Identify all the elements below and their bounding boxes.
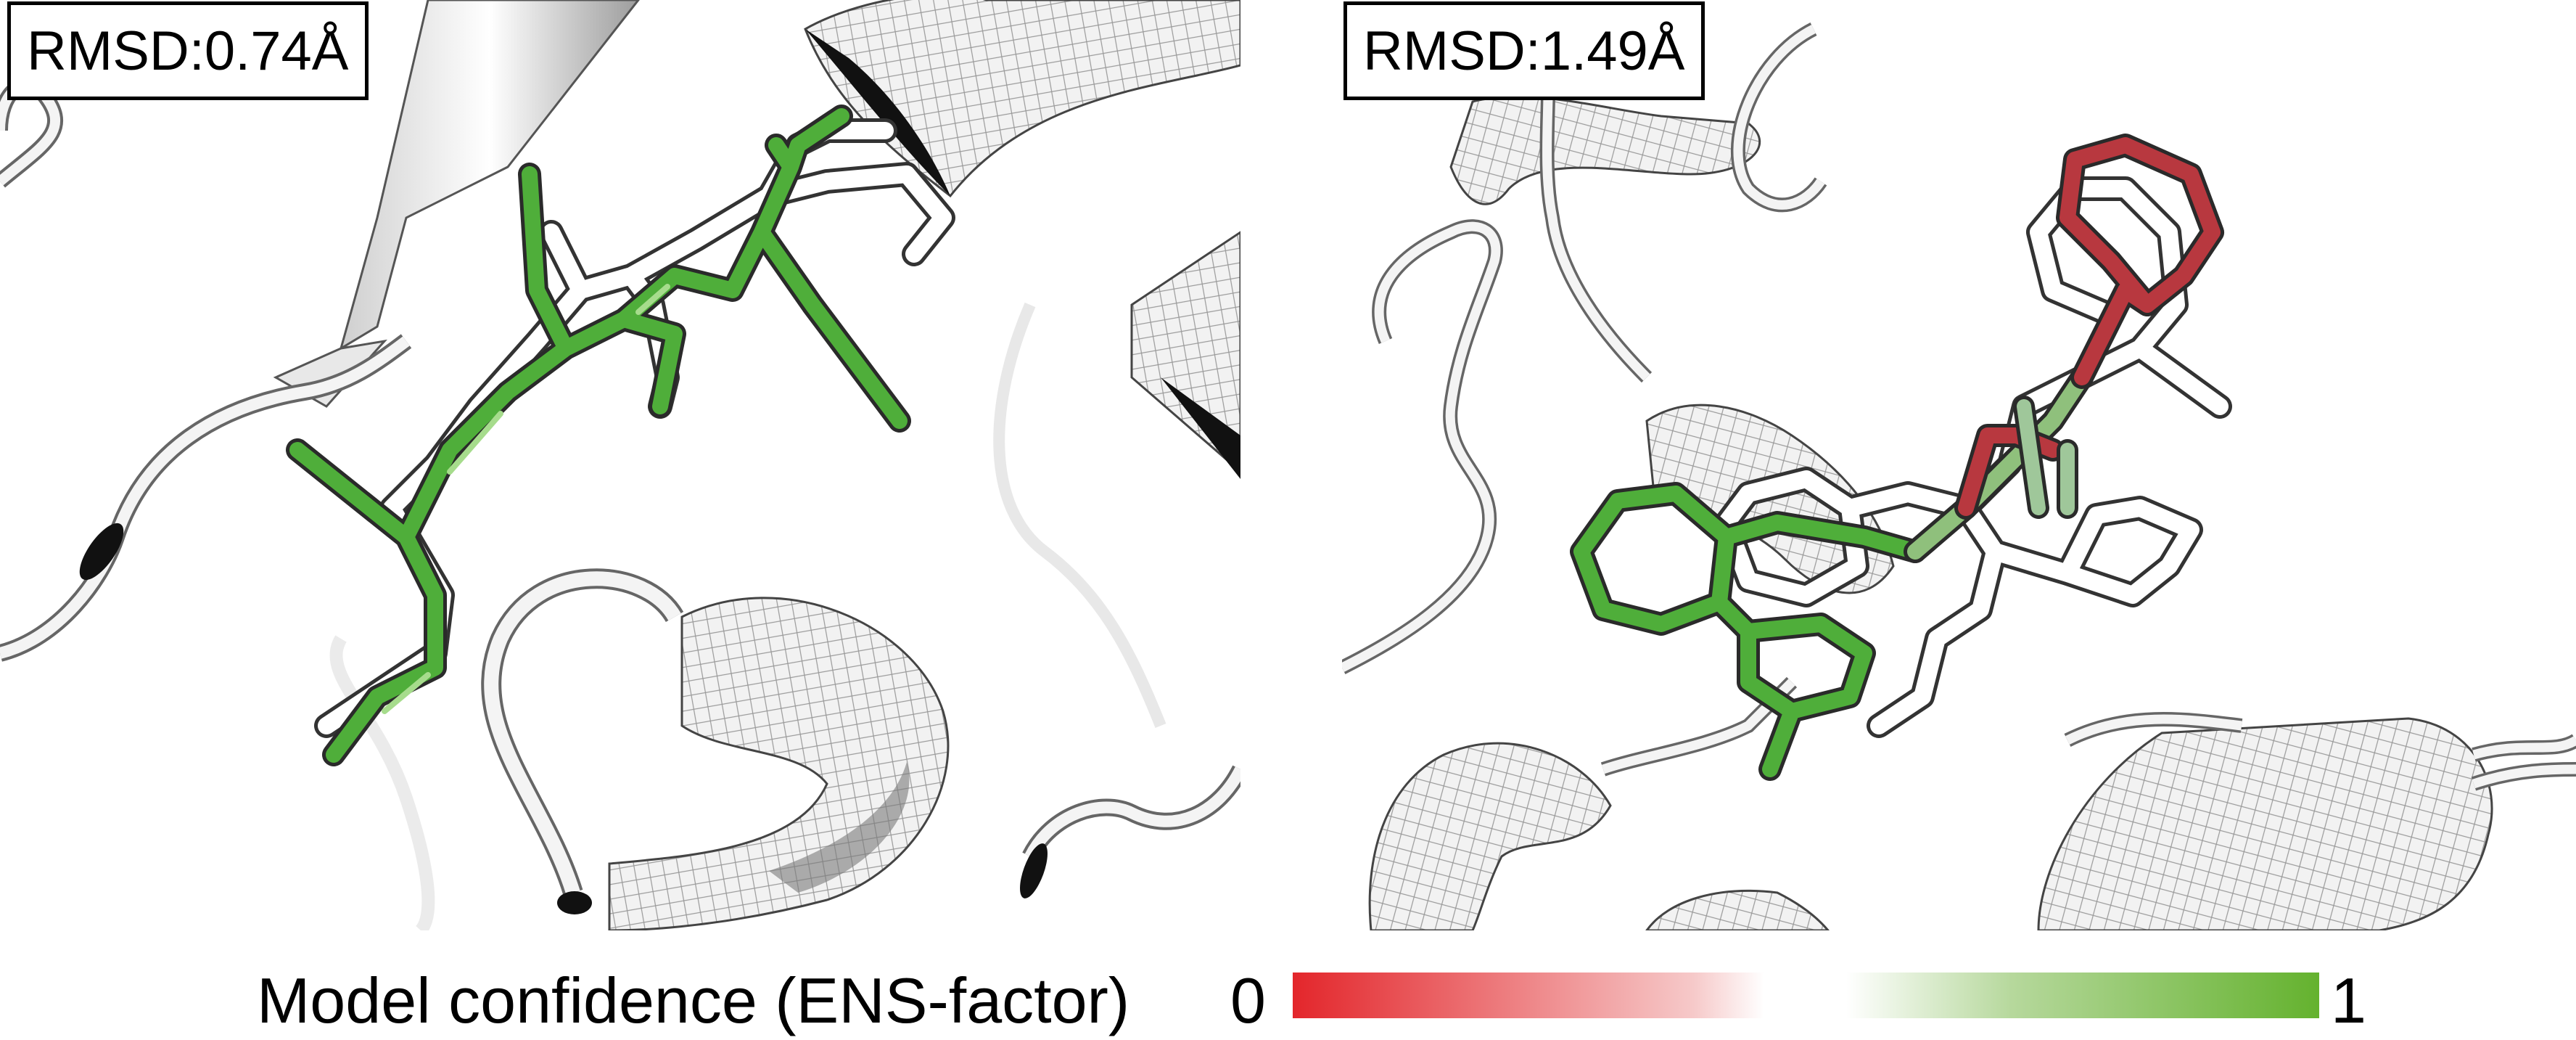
legend-gradient-low: [1293, 973, 1764, 1018]
rmsd-label: RMSD:0.74Å: [7, 1, 369, 100]
structure-panel-left: RMSD:0.74Å: [0, 0, 1240, 930]
helix: [2037, 717, 2493, 930]
coil-faint: [993, 302, 1166, 728]
coil-faint: [329, 635, 435, 930]
helix: [1368, 742, 1612, 930]
helix: [1130, 231, 1240, 473]
helix-inner: [1161, 377, 1240, 479]
protein-structure-right: [1342, 11, 2576, 930]
protein-structure-left: [0, 0, 1240, 930]
coil: [1342, 221, 1501, 672]
helix-inner: [805, 29, 950, 196]
structure-panel-right: RMSD:1.49Å: [1342, 0, 2576, 930]
coil: [484, 571, 681, 895]
coil-end: [1020, 843, 1048, 898]
coil: [1601, 679, 1795, 774]
legend-min-label: 0: [1230, 965, 1266, 1036]
ligand-model: [1570, 134, 2224, 781]
beta-sheet: [339, 0, 640, 351]
coil: [2065, 714, 2576, 789]
helix: [608, 597, 950, 930]
rmsd-label: RMSD:1.49Å: [1343, 1, 1705, 100]
ligand-model: [286, 105, 911, 766]
confidence-legend: Model confidence (ENS-factor) 0 1: [0, 958, 2576, 1038]
helix: [1645, 890, 1830, 930]
coil: [481, 568, 684, 896]
helix: [1449, 95, 1761, 205]
legend-label: Model confidence (ENS-factor): [257, 965, 1130, 1036]
coil-end: [557, 891, 592, 914]
coil: [1024, 766, 1240, 859]
coil: [1342, 219, 1503, 674]
coil: [0, 336, 410, 659]
coil-end: [79, 523, 124, 581]
legend-gradient-high: [1846, 973, 2319, 1018]
coil: [1733, 25, 1825, 210]
helix-shadow: [769, 762, 910, 893]
legend-max-label: 1: [2331, 965, 2366, 1036]
